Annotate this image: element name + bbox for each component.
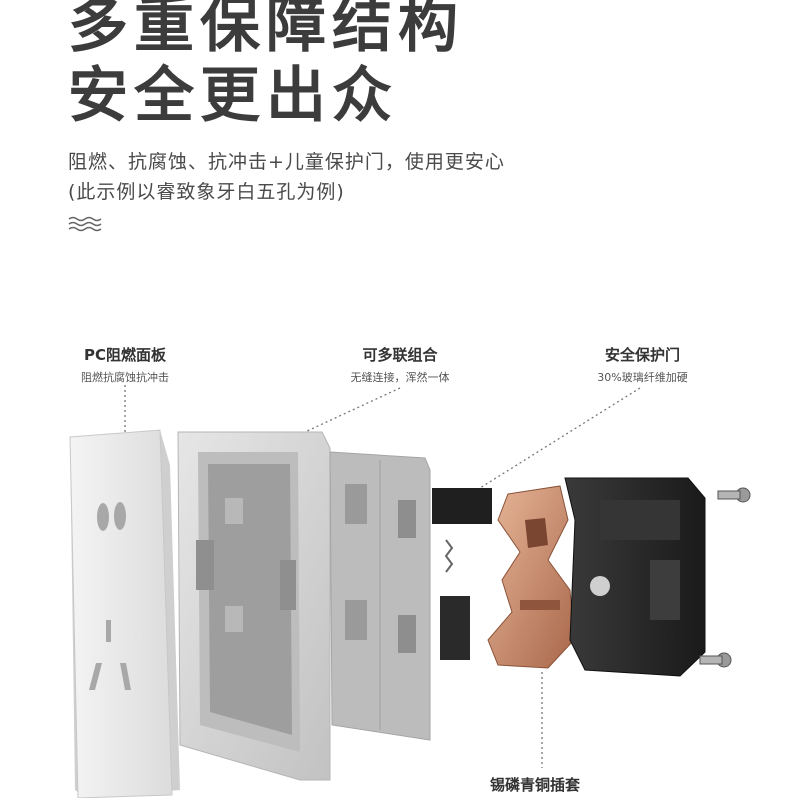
callout-copper-sleeve-title: 锡磷青铜插套 xyxy=(489,776,580,794)
subtitle-line-1: 阻燃、抗腐蚀、抗冲击+儿童保护门，使用更安心 xyxy=(68,151,505,173)
base-housing xyxy=(564,477,706,677)
callout-pc-panel-title: PC阻燃面板 xyxy=(83,346,166,364)
copper-sleeves xyxy=(487,485,575,669)
callout-frame-title: 可多联组合 xyxy=(362,346,438,364)
headline-line-1: 多重保障结构 xyxy=(68,0,464,61)
safety-door xyxy=(432,488,492,660)
inner-plate xyxy=(329,451,431,741)
callout-pc-panel: PC阻燃面板 阻燃抗腐蚀抗冲击 xyxy=(70,344,180,385)
callout-safety-door-title: 安全保护门 xyxy=(604,346,680,364)
callout-pc-panel-desc: 阻燃抗腐蚀抗冲击 xyxy=(81,371,169,384)
wave-icon xyxy=(68,216,102,232)
callout-frame: 可多联组合 无缝连接，浑然一体 xyxy=(330,344,470,385)
callout-frame-desc: 无缝连接，浑然一体 xyxy=(350,371,450,384)
callout-safety-door: 安全保护门 30%玻璃纤维加硬 xyxy=(580,344,705,385)
pc-panel xyxy=(69,429,180,798)
screw-icon xyxy=(699,487,751,668)
headline-line-2: 安全更出众 xyxy=(68,61,398,131)
callout-copper-sleeve: 锡磷青铜插套 xyxy=(460,774,610,795)
subtitle-line-2: (此示例以睿致象牙白五孔为例) xyxy=(68,181,345,203)
callout-safety-door-desc: 30%玻璃纤维加硬 xyxy=(597,371,688,384)
frame xyxy=(177,431,331,781)
